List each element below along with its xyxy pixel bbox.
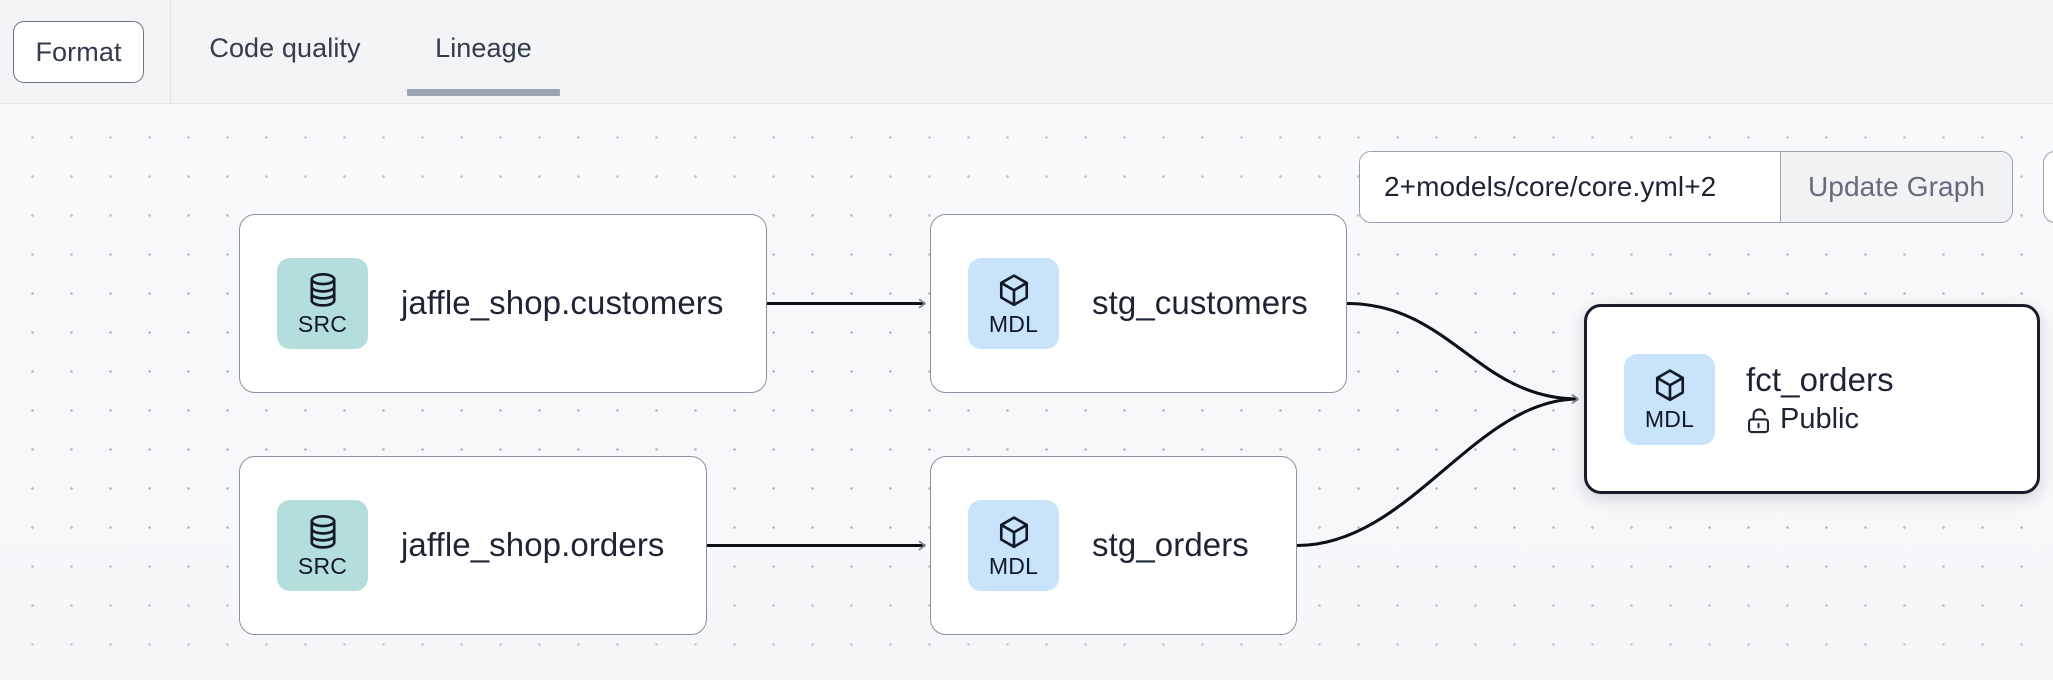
update-graph-button[interactable]: Update Graph xyxy=(1780,152,2012,222)
cube-icon xyxy=(999,515,1028,548)
edge-stg-orders-to-fct-orders xyxy=(1296,394,1579,548)
node-body: jaffle_shop.customers xyxy=(401,284,724,322)
node-title: stg_orders xyxy=(1092,526,1249,564)
lineage-node-src-orders[interactable]: SRC jaffle_shop.orders xyxy=(239,456,707,635)
node-type-badge-label: MDL xyxy=(988,552,1039,579)
node-type-badge-mdl: MDL xyxy=(968,500,1059,591)
node-title: fct_orders xyxy=(1746,360,1894,398)
tab-bar: Code quality Lineage xyxy=(171,0,568,103)
node-body: fct_orders Public xyxy=(1746,360,1894,437)
database-icon xyxy=(309,514,336,549)
node-type-badge-mdl: MDL xyxy=(968,258,1059,349)
node-access-row: Public xyxy=(1746,403,1894,436)
node-title: stg_customers xyxy=(1092,284,1308,322)
lineage-filter-bar: Update Graph xyxy=(1359,151,2013,223)
lineage-node-fct-orders[interactable]: MDL fct_orders Public xyxy=(1584,304,2040,494)
lineage-node-stg-orders[interactable]: MDL stg_orders xyxy=(930,456,1297,635)
node-title: jaffle_shop.orders xyxy=(401,526,665,564)
editor-toolbar: Format Code quality Lineage xyxy=(0,0,2053,104)
node-type-badge-label: MDL xyxy=(1644,406,1695,432)
node-title: jaffle_shop.customers xyxy=(401,284,724,322)
lineage-node-src-customers[interactable]: SRC jaffle_shop.customers xyxy=(239,214,767,393)
cube-icon xyxy=(1655,369,1684,402)
lineage-node-stg-customers[interactable]: MDL stg_customers xyxy=(930,214,1347,393)
toolbar-left-section: Format xyxy=(0,0,171,103)
lineage-side-control-stub[interactable] xyxy=(2043,151,2053,223)
node-access-label: Public xyxy=(1780,403,1859,436)
lineage-canvas[interactable]: SRC jaffle_shop.customers MDL stg_custom… xyxy=(0,104,2053,680)
format-button[interactable]: Format xyxy=(13,21,144,83)
tab-code-quality[interactable]: Code quality xyxy=(209,33,361,63)
node-type-badge-label: SRC xyxy=(297,310,348,337)
lineage-selector-input[interactable] xyxy=(1360,152,1780,222)
tab-lineage[interactable]: Lineage xyxy=(399,0,568,103)
node-type-badge-mdl: MDL xyxy=(1624,353,1715,445)
node-body: jaffle_shop.orders xyxy=(401,526,665,564)
node-body: stg_customers xyxy=(1092,284,1308,322)
node-body: stg_orders xyxy=(1092,526,1249,564)
node-type-badge-src: SRC xyxy=(277,258,368,349)
database-icon xyxy=(309,272,336,307)
edge-stg-customers-to-fct-orders xyxy=(1346,301,1579,404)
node-type-badge-label: SRC xyxy=(297,552,348,579)
node-type-badge-label: MDL xyxy=(988,310,1039,337)
cube-icon xyxy=(999,273,1028,306)
unlock-icon xyxy=(1748,408,1769,434)
node-type-badge-src: SRC xyxy=(277,500,368,591)
